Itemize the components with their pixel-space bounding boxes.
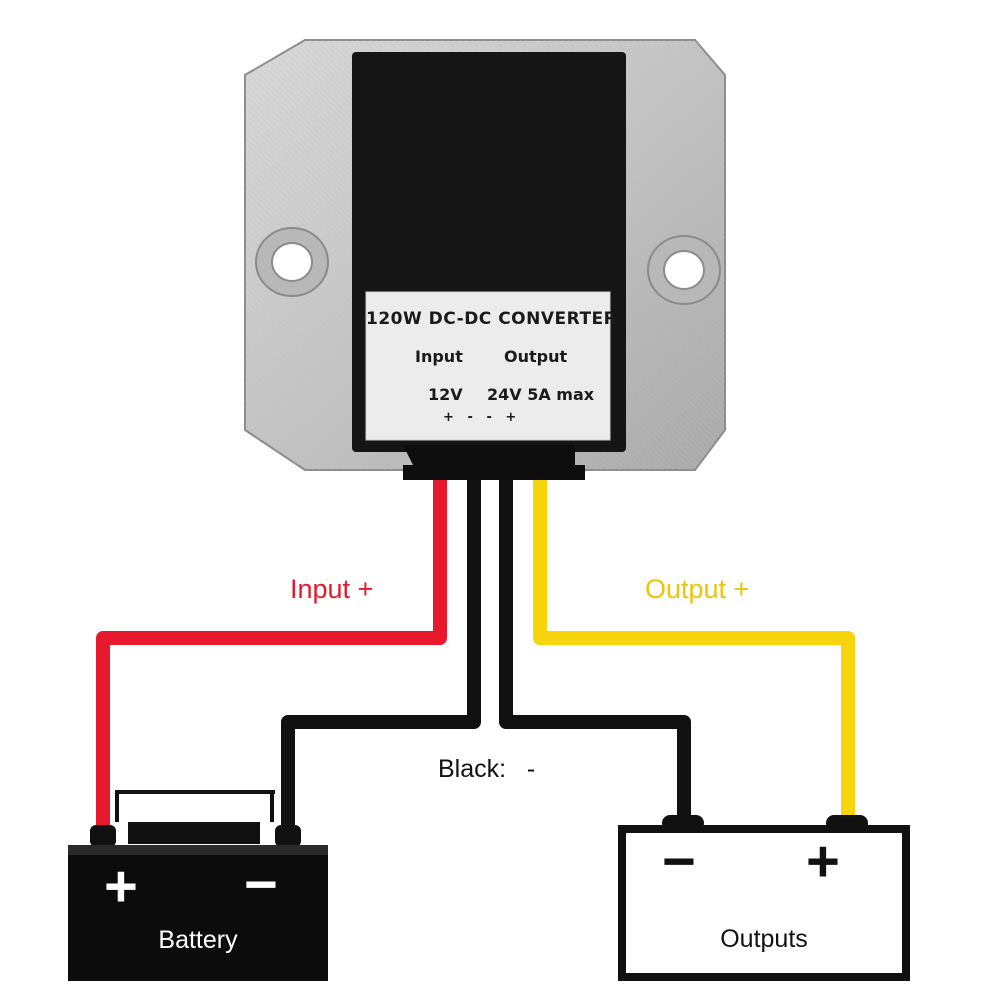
wire-red-input-positive bbox=[96, 480, 447, 830]
converter-pin-polarity: + - - + bbox=[443, 410, 517, 425]
label-input-positive: Input + bbox=[290, 574, 374, 604]
battery-label: Battery bbox=[158, 926, 238, 954]
outputs-load bbox=[618, 815, 910, 981]
wires bbox=[96, 480, 855, 830]
battery-terminal-negative bbox=[275, 825, 301, 847]
converter-input-label: Input bbox=[415, 347, 463, 366]
converter-output-rating: 24V 5A max bbox=[487, 385, 595, 404]
battery-plus-symbol: + bbox=[104, 854, 138, 919]
wire-yellow-output-positive bbox=[533, 480, 855, 820]
wire-black-output-negative bbox=[499, 480, 691, 820]
label-output-positive: Output + bbox=[645, 574, 750, 604]
mount-hole-right bbox=[647, 235, 721, 305]
battery bbox=[68, 790, 328, 981]
converter-output-label: Output bbox=[504, 347, 568, 366]
converter-title: 120W DC-DC CONVERTER bbox=[366, 309, 618, 329]
mount-hole-left bbox=[255, 227, 329, 297]
outputs-box bbox=[618, 825, 910, 981]
label-sticker bbox=[365, 291, 611, 441]
cable-grommet bbox=[403, 445, 585, 480]
battery-terminal-positive bbox=[90, 825, 116, 847]
battery-body bbox=[68, 845, 328, 981]
converter-input-voltage: 12V bbox=[428, 385, 463, 404]
outputs-plus-symbol: + bbox=[806, 829, 840, 894]
label-black-negative: Black: - bbox=[438, 755, 536, 783]
battery-top-cap bbox=[128, 822, 260, 844]
converter-housing bbox=[244, 39, 726, 480]
battery-minus-symbol: − bbox=[244, 852, 278, 917]
wire-black-input-negative bbox=[281, 480, 481, 830]
outputs-label: Outputs bbox=[720, 925, 808, 953]
outputs-minus-symbol: − bbox=[662, 829, 696, 894]
